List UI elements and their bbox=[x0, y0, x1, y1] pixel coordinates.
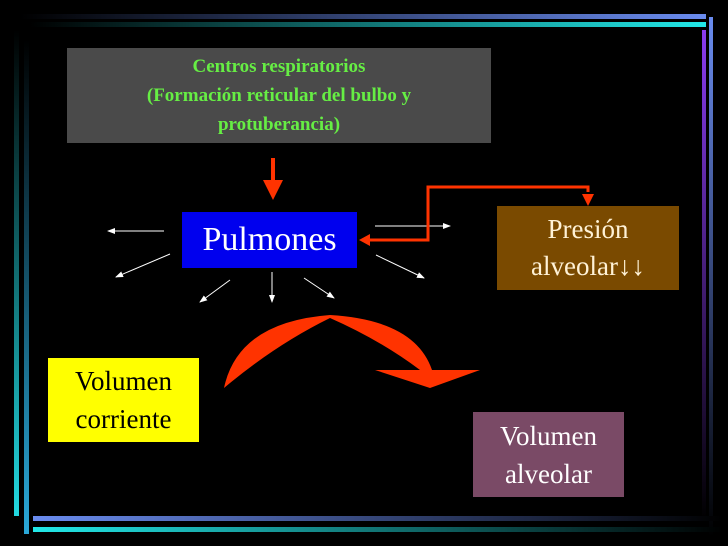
border-bottom-cyan bbox=[33, 527, 723, 532]
centros-line1: Centros respiratorios bbox=[192, 56, 366, 77]
volumen-corriente-box: Volumen corriente bbox=[48, 358, 199, 442]
thin-arrow-down-left bbox=[115, 253, 171, 278]
border-left-cyan bbox=[14, 30, 19, 516]
alveolar-line1: Volumen bbox=[499, 420, 597, 451]
thin-arrow-down-right bbox=[303, 277, 335, 299]
red-arrowhead-to-presion bbox=[582, 194, 594, 206]
corriente-line1: Volumen bbox=[74, 366, 172, 396]
border-right-purple bbox=[702, 30, 706, 520]
presion-line2: alveolar↓↓ bbox=[531, 251, 645, 281]
centros-line2: (Formación reticular del bulbo y bbox=[146, 85, 412, 106]
border-top-cyan bbox=[30, 22, 706, 27]
red-arrowhead-to-pulmones bbox=[359, 234, 370, 246]
centros-line3: protuberancia) bbox=[217, 114, 341, 135]
pulmones-box: Pulmones bbox=[182, 212, 357, 268]
border-right-blue bbox=[709, 17, 713, 537]
border-left-blue bbox=[24, 40, 29, 534]
border-bottom-blue bbox=[33, 516, 723, 521]
presion-alveolar-box: Presión alveolar↓↓ bbox=[497, 206, 679, 290]
alveolar-line2: alveolar bbox=[505, 458, 592, 489]
presion-line1: Presión bbox=[547, 214, 629, 244]
red-feedback-arrow-presion-pulmones bbox=[366, 185, 590, 242]
corriente-line2: corriente bbox=[75, 404, 172, 434]
thin-arrow-down-left-2 bbox=[199, 279, 231, 303]
border-top-blue bbox=[20, 14, 706, 19]
thin-arrow-down-right-2 bbox=[375, 254, 425, 279]
pulmones-label: Pulmones bbox=[202, 221, 337, 258]
centros-respiratorios-box: Centros respiratorios (Formación reticul… bbox=[67, 48, 491, 143]
curved-red-arrow bbox=[224, 315, 480, 388]
volumen-alveolar-box: Volumen alveolar bbox=[473, 412, 624, 497]
